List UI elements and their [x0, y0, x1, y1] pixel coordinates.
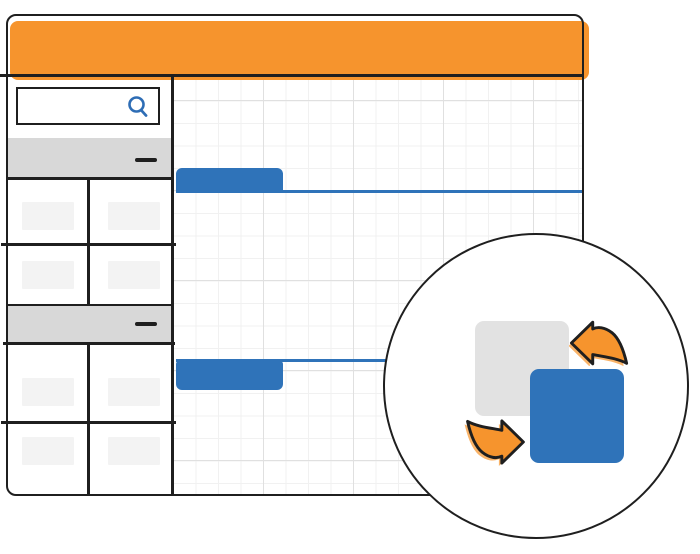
timeline-bar-1[interactable]: [176, 168, 283, 193]
header-separator: [0, 74, 584, 77]
callout-blue-square: [530, 369, 624, 463]
timeline-bar-2[interactable]: [176, 361, 283, 390]
item-placeholder: [108, 261, 160, 289]
list-item-cell[interactable]: [6, 344, 87, 421]
timeline-baseline-1: [176, 190, 583, 193]
sidebar-divider: [171, 76, 174, 495]
item-placeholder: [108, 437, 160, 465]
collapse-minus-icon[interactable]: [135, 158, 157, 162]
list-item-cell[interactable]: [6, 180, 87, 243]
list-item-cell[interactable]: [6, 246, 87, 304]
list-item-cell[interactable]: [6, 424, 87, 495]
window-header-bar: [10, 21, 589, 80]
swap-arrow-up-left-icon: [569, 320, 629, 366]
item-placeholder: [22, 261, 74, 289]
search-icon: [128, 96, 148, 117]
list-item-cell[interactable]: [90, 344, 171, 421]
item-placeholder: [108, 202, 160, 230]
list-item-cell[interactable]: [90, 424, 171, 495]
item-placeholder: [22, 378, 74, 406]
item-placeholder: [22, 202, 74, 230]
list-item-cell[interactable]: [90, 246, 171, 304]
search-box: [16, 87, 160, 125]
timeline-baseline-2: [176, 359, 583, 362]
divider: [6, 304, 171, 307]
item-placeholder: [108, 378, 160, 406]
magnifier-callout: [383, 233, 689, 539]
item-placeholder: [22, 437, 74, 465]
sidebar: [1, 76, 176, 495]
list-item-cell[interactable]: [90, 180, 171, 243]
cell-divider: [87, 342, 90, 495]
search-input[interactable]: [18, 89, 158, 123]
collapse-minus-icon[interactable]: [135, 322, 157, 326]
cell-divider: [87, 177, 90, 304]
swap-arrow-down-right-icon: [464, 419, 525, 466]
